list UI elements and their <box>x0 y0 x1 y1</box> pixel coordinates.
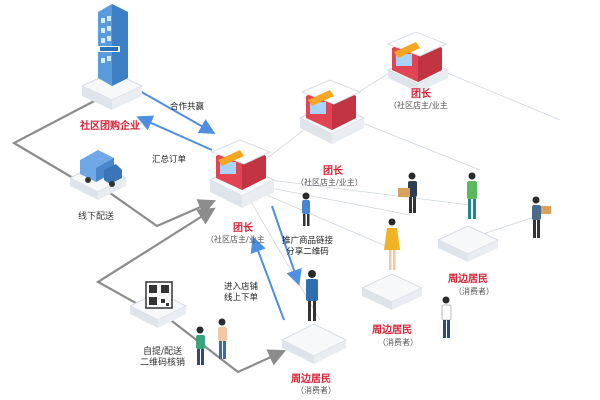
qr-pickup-label: 自提/配送 二维码核销 <box>140 347 185 370</box>
qr-code-icon <box>145 281 173 309</box>
person-far-right-icon <box>532 196 551 238</box>
blue-flows <box>136 89 302 321</box>
enter-store-label: 进入店铺 线上下单 <box>224 282 258 305</box>
person-courier-icon <box>398 172 417 213</box>
platform-residents-bottom <box>280 323 348 364</box>
shop-top-icon <box>386 31 448 82</box>
people-qr-pair-icon <box>196 318 227 365</box>
qr-pickup-label-line2: 二维码核销 <box>140 358 186 369</box>
residents-bottom-title: 周边居民 <box>291 374 331 385</box>
qr-to-residents-line <box>167 317 287 374</box>
residents-right-title: 周边居民 <box>448 274 488 285</box>
residents-bottom-subtitle: （消费者） <box>296 386 336 395</box>
offline-delivery-label: 线下配送 <box>78 212 115 222</box>
shop-mid-icon <box>300 79 362 130</box>
person-resident-center-icon <box>384 218 400 270</box>
shop-main-icon <box>210 139 272 190</box>
summary-orders-arrow <box>136 115 213 151</box>
residents-right-subtitle: （消费者） <box>454 287 494 296</box>
person-resident-bottom-icon <box>306 270 318 321</box>
leader-mid-subtitle: （社区店主/业主） <box>296 178 363 187</box>
leader-top-subtitle: （社区店主/业主 <box>389 101 448 110</box>
promote-label-line2: 分享二维码 <box>286 247 329 258</box>
promote-label-line1: 推广商品链接 <box>282 236 334 246</box>
enterprise-to-delivery-line <box>11 97 101 179</box>
qr-to-leader-line <box>95 207 216 313</box>
promote-arrow <box>271 205 302 286</box>
platform-residents-right <box>436 225 500 262</box>
leader-mid-title: 团长 <box>323 166 343 177</box>
enterprise-building-icon <box>98 4 128 86</box>
enter-store-arrow <box>250 236 285 321</box>
delivery-to-leader-line <box>99 185 217 228</box>
leader-main-subtitle: （社区店主/业主 <box>206 235 265 244</box>
leader-main-title: 团长 <box>233 223 253 234</box>
gray-connectors <box>11 97 287 374</box>
enter-store-label-line1: 进入店铺 <box>224 282 259 292</box>
residents-center-subtitle: （消费者） <box>378 338 418 347</box>
promote-label: 推广商品链接 分享二维码 <box>282 236 333 259</box>
leader-top-title: 团长 <box>411 89 431 100</box>
platform-residents-center <box>360 273 424 310</box>
qr-pickup-label-line1: 自提/配送 <box>142 347 183 357</box>
person-resident-right-icon <box>467 172 477 219</box>
summary-orders-label: 汇总订单 <box>152 155 187 165</box>
person-leader-main-icon <box>302 192 310 226</box>
residents-center-title: 周边居民 <box>372 325 412 336</box>
cooperation-arrow <box>137 89 216 134</box>
delivery-truck-icon <box>80 150 122 187</box>
cooperation-label: 合作共赢 <box>170 102 205 112</box>
enterprise-title: 社区团购企业 <box>80 121 140 132</box>
enter-store-label-line2: 线上下单 <box>224 293 259 304</box>
person-shopper-icon <box>441 296 452 338</box>
